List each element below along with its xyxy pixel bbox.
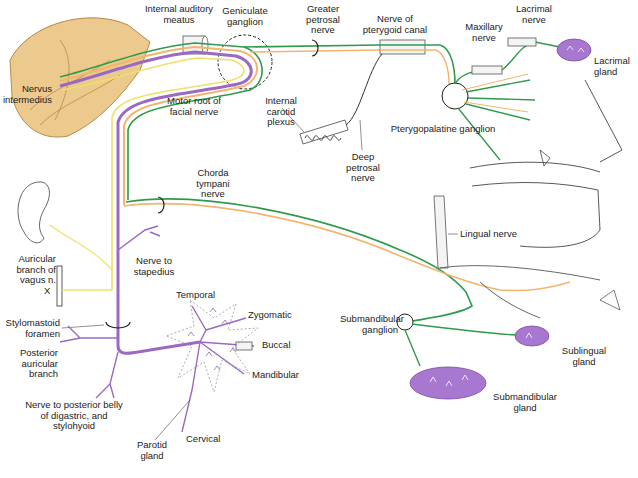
part-label: Internal auditory meatus — [138, 4, 220, 25]
facial-nerve-branches — [182, 306, 254, 432]
part-label: Cervical — [186, 434, 234, 445]
part-label: Nerve to stapedius — [126, 256, 182, 277]
lingual-nerve-cylinder — [434, 196, 448, 268]
gland-acini — [430, 333, 532, 386]
glandular-branches — [405, 324, 516, 366]
leader-line — [155, 400, 190, 440]
part-label: Internal carotid plexus — [252, 96, 310, 128]
part-label: Deep petrosal nerve — [338, 152, 388, 184]
part-label: Nerve to posterior belly of digastric, a… — [24, 400, 124, 432]
part-label: Nervus intermedius — [0, 84, 52, 105]
part-label: Lacrimal nerve — [510, 4, 558, 25]
part-label: Motor root of facial nerve — [158, 96, 230, 117]
pterygopalatine-ganglion — [442, 83, 468, 109]
digastric-stylohyoid-branch — [96, 352, 118, 398]
part-label: Posterior auricular branch — [0, 348, 58, 380]
posterior-auricular-branch — [60, 326, 118, 342]
part-label: Parotid gland — [130, 440, 174, 461]
temporal-bone — [10, 18, 150, 137]
internal-carotid-artery — [300, 120, 348, 144]
mandible-outline — [600, 290, 620, 310]
nerve-of-pterygoid-canal — [380, 50, 449, 84]
carotid-plexus-coil — [305, 136, 341, 141]
chorda-tympani — [126, 199, 472, 321]
lacrimal-gland — [557, 39, 591, 61]
parasympathetic-fibres — [60, 43, 244, 77]
part-label: Temporal — [176, 290, 226, 301]
part-label: Mandibular — [252, 370, 310, 381]
vagus-branch-bar — [57, 266, 62, 306]
part-label: Lacrimal gland — [594, 56, 638, 77]
part-label: Buccal — [262, 340, 302, 351]
deep-petrosal-nerve — [346, 54, 382, 125]
face-outline — [470, 80, 622, 247]
part-label: Greater petrosal nerve — [298, 4, 348, 36]
leader-line — [448, 234, 458, 235]
parotid-gland — [166, 300, 258, 392]
gland-acini — [567, 46, 584, 52]
part-label: Chorda tympani nerve — [186, 168, 240, 200]
part-label: Geniculate ganglion — [216, 6, 274, 27]
part-label: Submandibular gland — [492, 392, 558, 413]
part-label: Auricular branch of vagus n. — [0, 254, 56, 286]
nerve-of-pterygoid-canal — [380, 45, 455, 84]
buccal-cylinder — [236, 342, 252, 350]
ear-outline — [18, 182, 49, 243]
sensory-fibres — [62, 58, 244, 290]
parasympathetic-fibres — [128, 47, 262, 200]
lacrimal-nerve-cylinder — [508, 38, 536, 46]
nerve-to-stapedius — [118, 226, 160, 250]
taste-fibres — [60, 47, 257, 205]
auricular-branch — [62, 289, 112, 291]
submandibular-ganglion — [397, 314, 413, 330]
foramen-marker — [106, 322, 130, 328]
part-label: Lingual nerve — [460, 229, 530, 240]
tongue-outline — [440, 266, 600, 318]
maxillary-nerve-cylinder — [472, 66, 502, 74]
greater-petrosal-taste — [250, 50, 380, 52]
gland-acini — [188, 308, 236, 370]
sensory-to-ear — [50, 225, 112, 270]
nerve-marker-ring — [312, 40, 318, 56]
part-label: Submandibular ganglion — [340, 314, 398, 335]
palate-bone — [540, 150, 550, 166]
palatine-taste-branches — [462, 74, 528, 112]
nerve-marker-ring — [158, 197, 164, 213]
part-label: Zygomatic — [248, 310, 303, 321]
part-label: Maxillary nerve — [458, 22, 510, 43]
sublingual-gland — [515, 326, 549, 346]
chorda-tympani-taste — [124, 204, 570, 291]
part-label: X — [44, 286, 56, 297]
greater-petrosal-nerve — [244, 45, 380, 47]
part-label: Sublingual gland — [556, 346, 612, 367]
pterygoid-canal-cylinder — [380, 40, 425, 54]
part-label: Stylomastoid foramen — [0, 318, 60, 339]
nasal-palatine-branches — [458, 80, 535, 160]
part-label: Pterygopalatine ganglion — [378, 124, 508, 135]
part-label: Nerve of pterygoid canal — [362, 14, 428, 35]
